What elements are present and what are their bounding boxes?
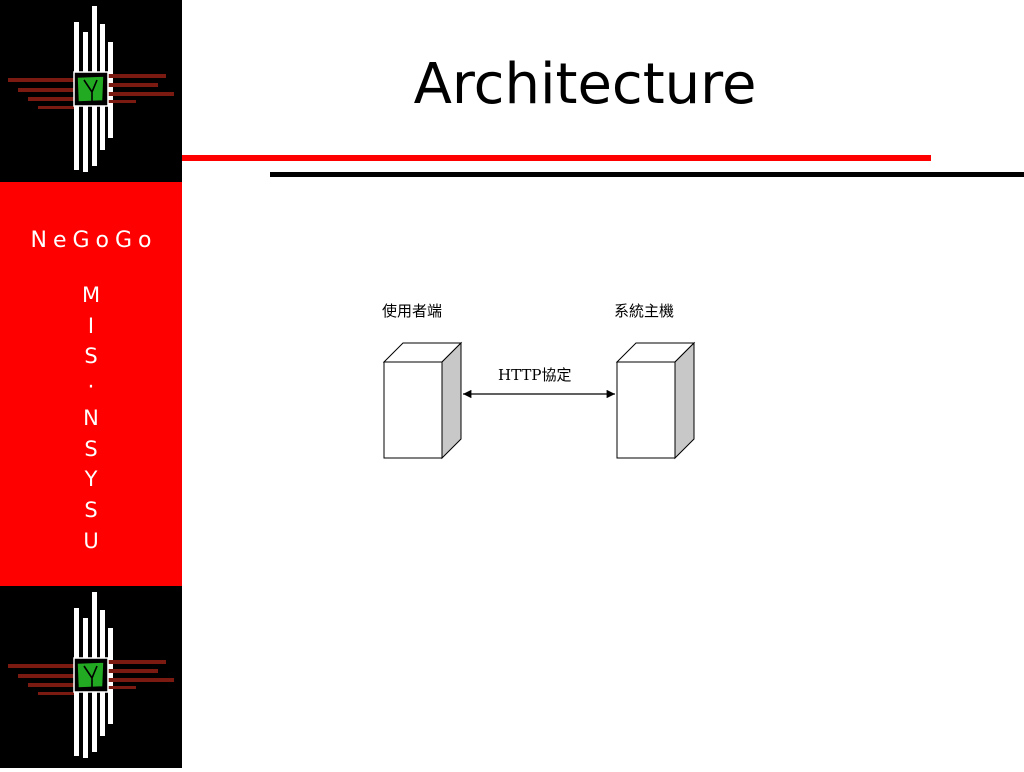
vertical-char: I <box>87 313 95 338</box>
vertical-char: ‧ <box>87 375 95 400</box>
vertical-org-text: M I S ‧ N S Y S U <box>0 280 182 556</box>
slide-title: Architecture <box>413 52 757 117</box>
sidebar: NeGoGo M I S ‧ N S Y S U <box>0 0 182 768</box>
server-box <box>615 341 696 460</box>
client-label: 使用者端 <box>382 302 443 320</box>
sun-cross-emblem-icon <box>8 6 174 172</box>
vertical-char: M <box>81 283 101 307</box>
logo-top <box>0 0 182 182</box>
diagram-shapes <box>382 341 696 460</box>
sun-cross-emblem-icon <box>8 592 174 758</box>
title-underline-red <box>182 155 931 161</box>
logo-bottom <box>0 586 182 768</box>
protocol-label: HTTP協定 <box>498 366 572 384</box>
vertical-char: S <box>84 436 98 461</box>
client-box <box>382 341 463 460</box>
vertical-char: Y <box>84 467 98 492</box>
brand-name: NeGoGo <box>30 228 158 253</box>
architecture-diagram: 使用者端 系統主機 HTTP協定 <box>360 290 720 470</box>
vertical-char: S <box>84 344 98 369</box>
vertical-char: N <box>83 405 99 430</box>
vertical-char: S <box>84 497 98 522</box>
sidebar-red-band: NeGoGo M I S ‧ N S Y S U <box>0 182 182 586</box>
title-underline-black <box>270 172 1024 177</box>
vertical-char: U <box>83 528 99 553</box>
server-label: 系統主機 <box>614 302 675 320</box>
